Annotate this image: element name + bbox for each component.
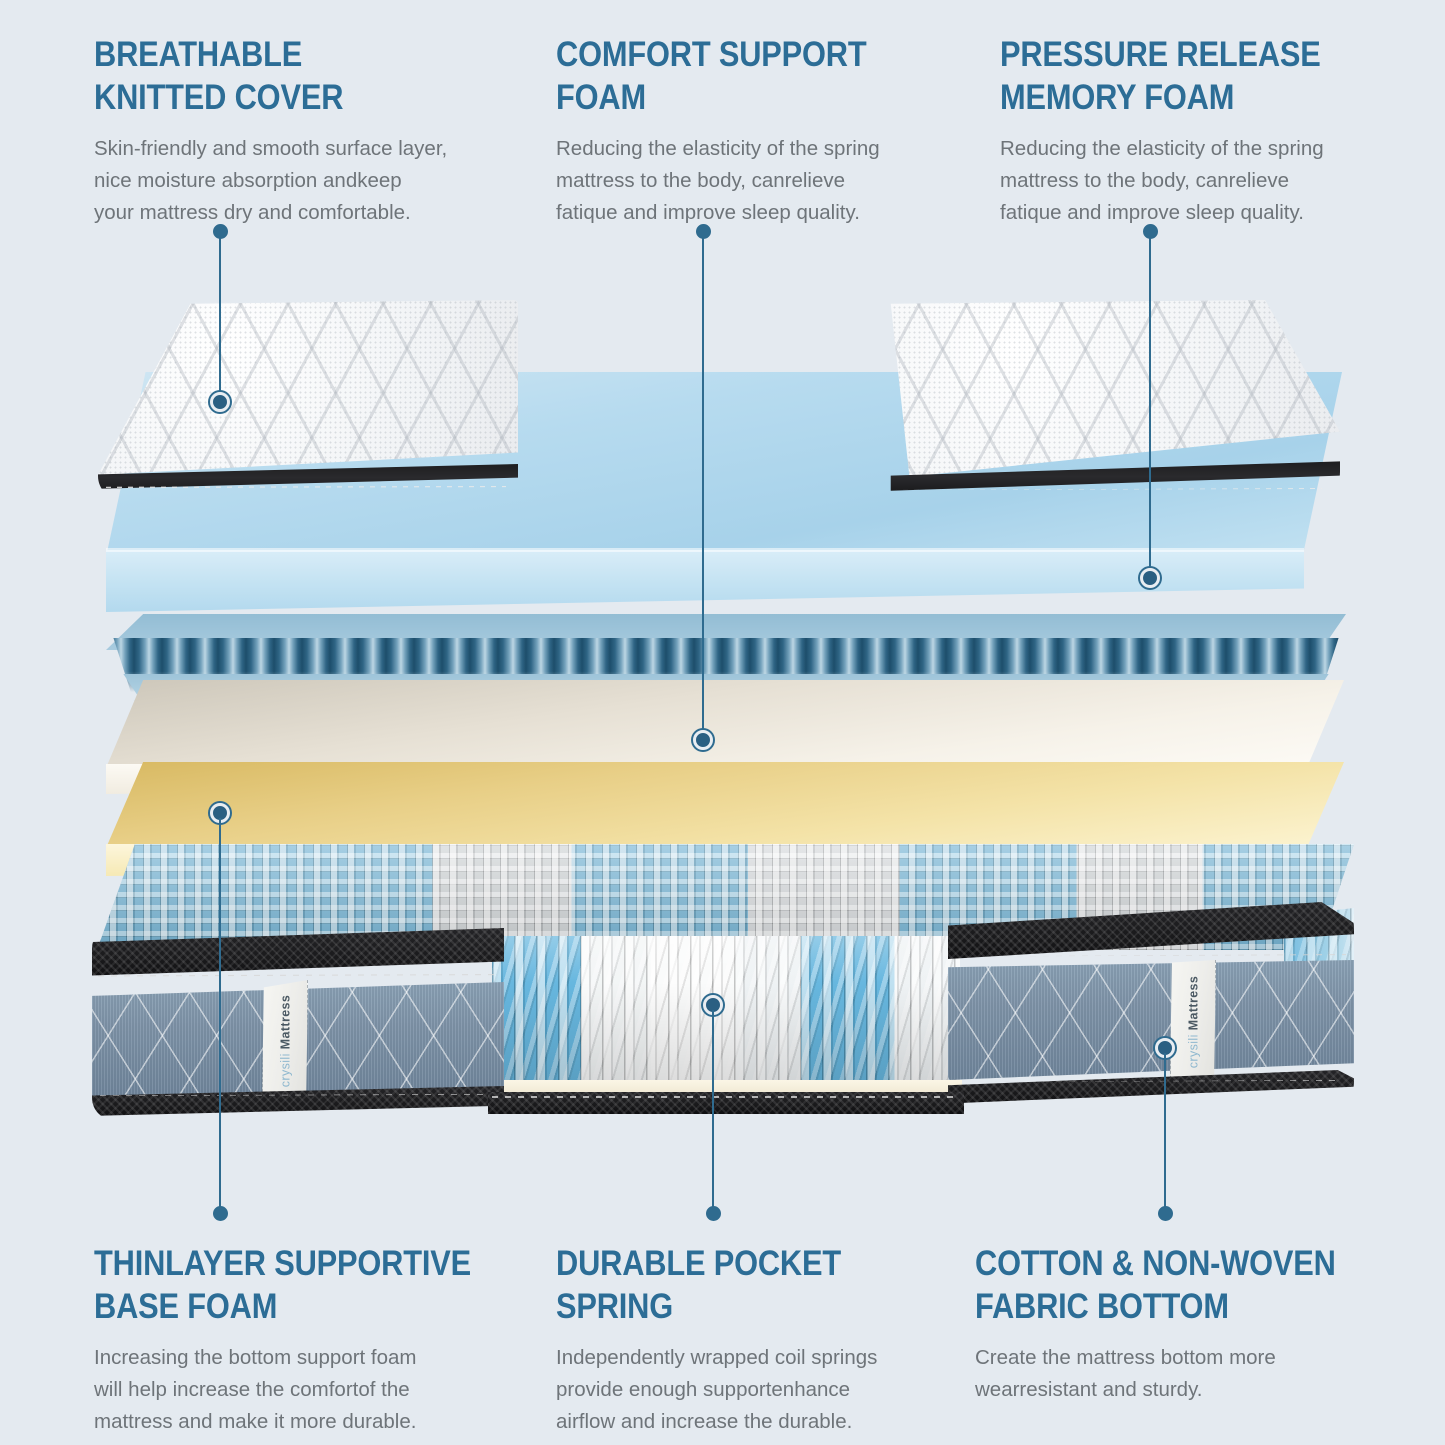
mattress-side-left: crysili Mattress xyxy=(92,928,504,1124)
callout-title-pocket-spring: DURABLE POCKET SPRING xyxy=(556,1244,842,1326)
layer-knitted-cover-left xyxy=(98,300,518,510)
callout-title-comfort-foam: COMFORT SUPPORT FOAM xyxy=(556,35,867,117)
coil-front-exposed xyxy=(492,936,960,1091)
callout-title-base-foam: THINLAYER SUPPORTIVE BASE FOAM xyxy=(94,1244,471,1326)
anchor-memory-foam xyxy=(1140,568,1160,588)
callout-body-memory-foam: Reducing the elasticity of the spring ma… xyxy=(1000,137,1324,224)
layer-knitted-cover-right xyxy=(872,300,1340,510)
callout-dot-fabric-bottom xyxy=(1158,1206,1173,1221)
coil-front-right xyxy=(1284,908,1354,1040)
callout-comfort-support-foam: COMFORT SUPPORT FOAM Reducing the elasti… xyxy=(556,34,936,229)
callout-durable-pocket-spring: DURABLE POCKET SPRING Independently wrap… xyxy=(556,1243,936,1438)
callout-body-base-foam: Increasing the bottom support foam will … xyxy=(94,1346,417,1433)
callout-title-breathable-cover: BREATHABLE KNITTED COVER xyxy=(94,35,344,117)
callout-body-fabric-bottom: Create the mattress bottom more wearresi… xyxy=(975,1346,1276,1402)
anchor-pocket-spring xyxy=(703,995,723,1015)
leader-knitted-cover xyxy=(219,231,221,399)
callout-dot-pocket-spring xyxy=(706,1206,721,1221)
anchor-knitted-cover xyxy=(210,392,230,412)
layer-base-foam xyxy=(106,762,1344,892)
leader-comfort-foam xyxy=(702,231,704,737)
brand-mark-text: crysili xyxy=(278,1053,293,1088)
callout-thinlayer-supportive-base-foam: THINLAYER SUPPORTIVE BASE FOAM Increasin… xyxy=(94,1243,534,1438)
coil-top-surface xyxy=(97,844,1354,950)
leader-pocket-spring xyxy=(712,1010,714,1210)
brand-tag-right: crysili Mattress xyxy=(1170,960,1216,1082)
callout-cotton-non-woven-fabric-bottom: COTTON & NON-WOVEN FABRIC BOTTOM Create … xyxy=(975,1243,1395,1406)
callout-body-breathable-cover: Skin-friendly and smooth surface layer, … xyxy=(94,137,448,224)
leader-memory-foam xyxy=(1149,231,1151,575)
leader-fabric-bottom xyxy=(1164,1053,1166,1210)
mattress-side-right: crysili Mattress xyxy=(948,874,1354,1104)
callout-title-memory-foam: PRESSURE RELEASE MEMORY FOAM xyxy=(1000,35,1321,117)
anchor-comfort-foam xyxy=(693,730,713,750)
callout-breathable-knitted-cover: BREATHABLE KNITTED COVER Skin-friendly a… xyxy=(94,34,524,229)
anchor-base-foam xyxy=(210,803,230,823)
coil-deck xyxy=(490,1080,962,1096)
layer-convoluted-foam xyxy=(106,614,1346,714)
callout-body-pocket-spring: Independently wrapped coil springs provi… xyxy=(556,1346,878,1433)
callout-pressure-release-memory-foam: PRESSURE RELEASE MEMORY FOAM Reducing th… xyxy=(1000,34,1400,229)
layer-spring-unit: crysili Mattress crysili Mattress xyxy=(92,844,1354,1124)
brand-mark-text-right: crysili xyxy=(1186,1034,1201,1069)
callout-title-fabric-bottom: COTTON & NON-WOVEN FABRIC BOTTOM xyxy=(975,1244,1336,1326)
leader-base-foam xyxy=(219,818,221,1210)
layer-memory-foam xyxy=(106,680,1344,810)
brand-tag-left: crysili Mattress xyxy=(262,980,308,1102)
brand-word-text: Mattress xyxy=(278,994,293,1050)
bottom-binding-tape xyxy=(488,1092,964,1114)
callout-body-comfort-foam: Reducing the elasticity of the spring ma… xyxy=(556,137,880,224)
callout-dot-base-foam xyxy=(213,1206,228,1221)
brand-word-text-right: Mattress xyxy=(1186,975,1201,1031)
layer-comfort-support-foam xyxy=(106,372,1342,622)
anchor-fabric-bottom xyxy=(1155,1038,1175,1058)
